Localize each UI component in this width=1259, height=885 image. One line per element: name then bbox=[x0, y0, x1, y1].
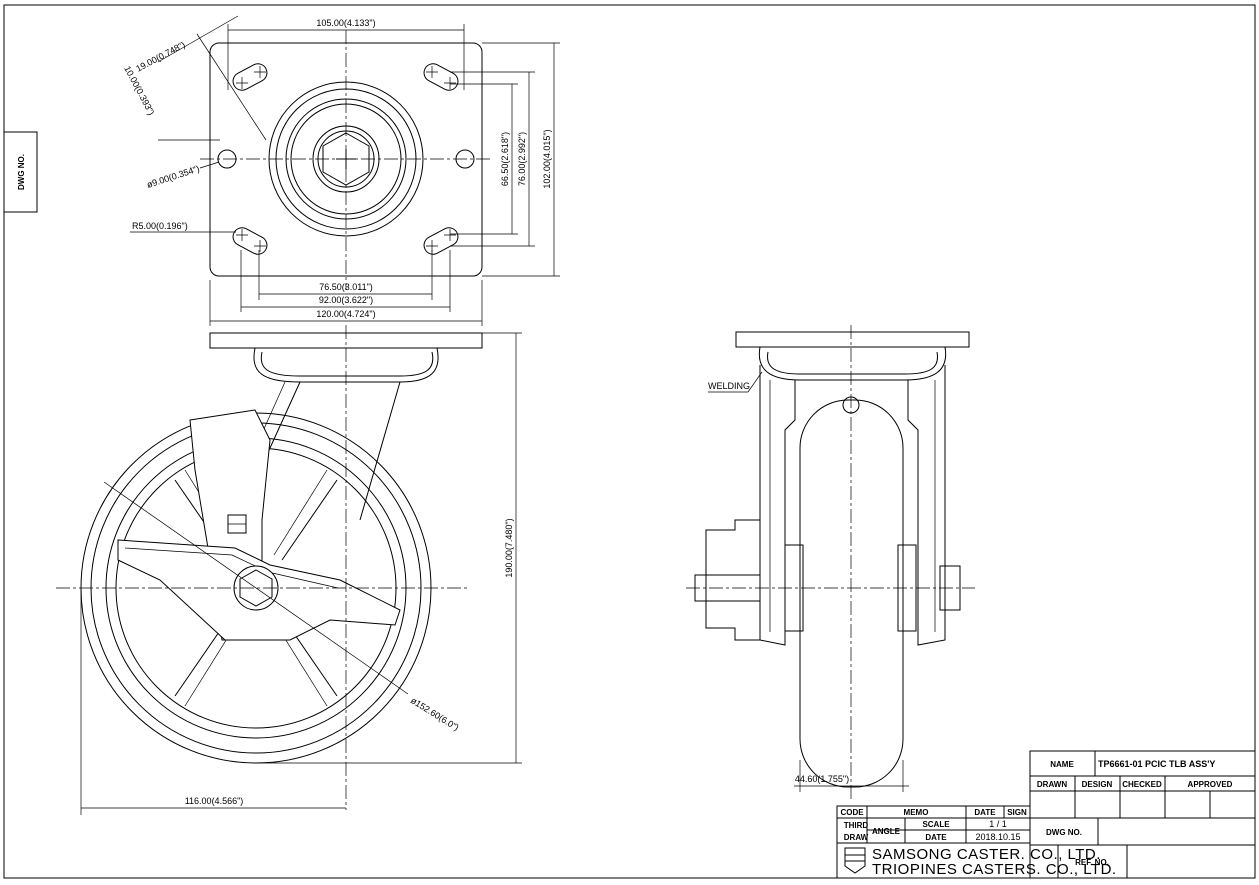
tb-company-2: TRIOPINES CASTERS. CO., LTD. bbox=[872, 861, 1117, 878]
tb-company-1: SAMSONG CASTER. CO., LTD. bbox=[872, 846, 1101, 863]
dim-plate-width: 120.00(4.724") bbox=[316, 309, 375, 319]
dim-offset: 116.00(4.566") bbox=[185, 796, 244, 806]
tb-date-value: 2018.10.15 bbox=[975, 832, 1020, 842]
sheet-border bbox=[3, 4, 1256, 879]
side-wheel bbox=[799, 399, 904, 788]
tb-draw: DRAW bbox=[844, 833, 869, 842]
dim-tread-width: 44.60(1.755") bbox=[795, 774, 849, 784]
top-view: 105.00(4.133") 19.00(0.748") 10.00(0.393… bbox=[122, 15, 560, 326]
tb-approved: APPROVED bbox=[1188, 780, 1233, 789]
tb-sign: SIGN bbox=[1007, 808, 1027, 817]
dim-top-width: 105.00(4.133") bbox=[316, 18, 375, 28]
front-view: ø152.60(6.0") 190.00(7.480") 116.00(4.56… bbox=[56, 325, 522, 815]
dim-overall-height: 190.00(7.480") bbox=[504, 518, 514, 577]
side-tab: DWG NO. bbox=[3, 131, 38, 213]
tb-name-label: NAME bbox=[1050, 760, 1074, 769]
tb-ref-no: REF. NO. bbox=[1075, 858, 1109, 867]
dim-plate-height: 102.00(4.015") bbox=[542, 129, 552, 188]
company-logo-icon bbox=[844, 847, 866, 874]
side-plate bbox=[735, 331, 970, 348]
tb-checked: CHECKED bbox=[1122, 780, 1162, 789]
dim-bolt-span-outer: 92.00(3.622") bbox=[319, 295, 373, 305]
dim-wheel-dia: ø152.60(6.0") bbox=[409, 695, 461, 732]
tb-third: THIRD bbox=[844, 821, 869, 830]
welding-label: WELDING bbox=[708, 381, 750, 391]
tb-scale-label: SCALE bbox=[922, 820, 950, 829]
tb-scale-value: 1 / 1 bbox=[989, 819, 1007, 829]
tb-angle: ANGLE bbox=[872, 827, 901, 836]
dim-bolt-height-outer: 76.00(2.992") bbox=[517, 132, 527, 186]
tb-dwg-no: DWG NO. bbox=[1046, 828, 1082, 837]
dim-radius: R5.00(0.196") bbox=[132, 221, 188, 231]
tb-name-value: TP6661-01 PCIC TLB ASS'Y bbox=[1098, 759, 1215, 769]
tb-drawn: DRAWN bbox=[1037, 780, 1067, 789]
dim-bolt-span-inner: 76.50(3.011") bbox=[319, 282, 373, 292]
tb-design: DESIGN bbox=[1082, 780, 1113, 789]
tb-date-label: DATE bbox=[925, 833, 947, 842]
dim-slot-length: 19.00(0.748") bbox=[134, 39, 187, 73]
side-view: WELDING 44.60(1.755") bbox=[686, 325, 975, 800]
tb-code: CODE bbox=[840, 808, 864, 817]
dim-hole-dia: ø9.00(0.354") bbox=[146, 163, 201, 189]
dim-bolt-height-inner: 66.50(2.618") bbox=[500, 132, 510, 186]
tb-date-header: DATE bbox=[974, 808, 996, 817]
title-block: NAME TP6661-01 PCIC TLB ASS'Y DRAWN DESI… bbox=[836, 750, 1256, 879]
tb-memo: MEMO bbox=[904, 808, 929, 817]
side-tab-label: DWG NO. bbox=[17, 154, 26, 190]
